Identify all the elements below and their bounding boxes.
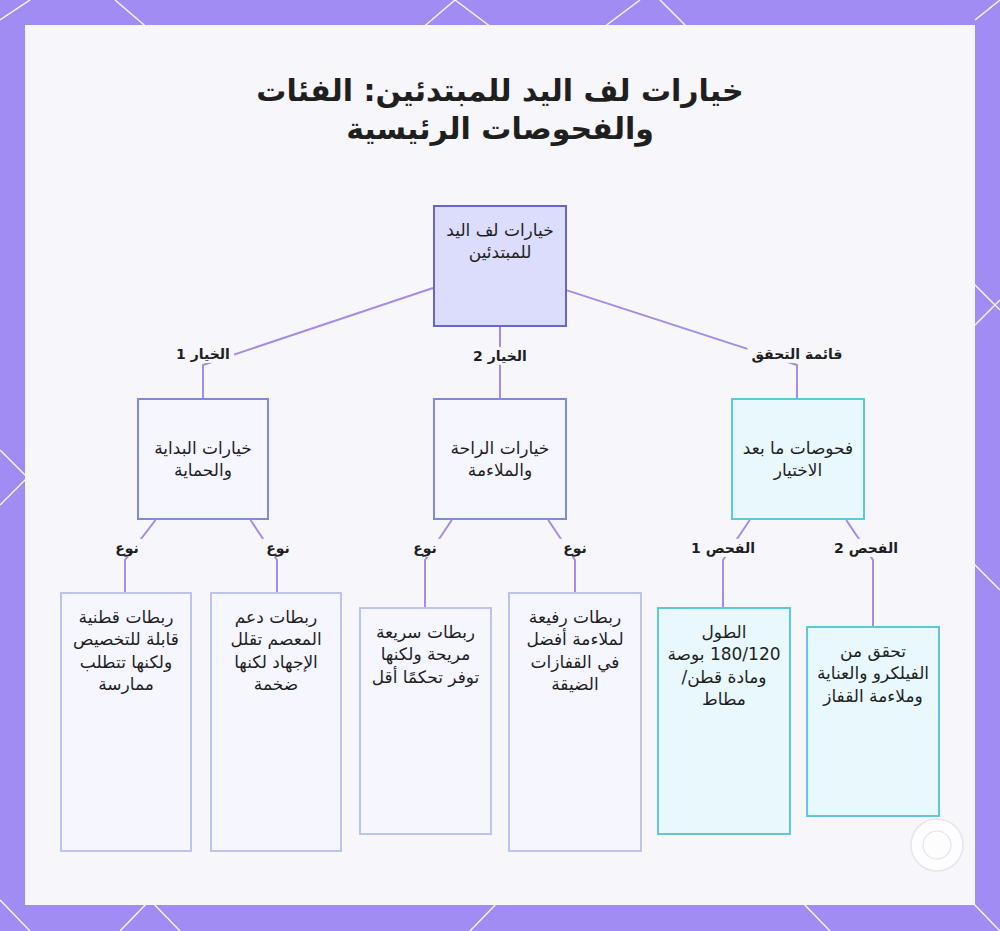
category-box: خيارات الراحة والملاءمة [433,398,567,520]
detail-box: ربطات رفيعة لملاءمة أفضل في القفازات الض… [508,592,642,852]
edge-label: نوع [409,539,441,557]
box-text: ربطات سريعة مريحة ولكنها توفر تحكمًا أقل [369,621,482,688]
box-text: تحقق من الفيلكرو والعناية وملاءمة القفاز [816,640,930,707]
box-text: ربطات دعم المعصم تقلل الإجهاد لكنها ضخمة [220,606,332,696]
detail-box: ربطات قطنية قابلة للتخصيص ولكنها تتطلب م… [60,592,192,852]
root-box: خيارات لف اليد للمبتدئين [433,205,567,327]
box-text: خيارات لف اليد للمبتدئين [443,219,557,264]
detail-box: الطول 180/120 بوصة ومادة قطن/مطاط [657,607,791,835]
category-box: خيارات البداية والحماية [137,398,269,520]
edge-label: قائمة التحقق [748,345,847,363]
edge-label: نوع [111,539,143,557]
connector-line [846,520,873,626]
edge-label: نوع [559,539,591,557]
box-text: خيارات البداية والحماية [147,437,259,482]
diagram-title: خيارات لف اليد للمبتدئين: الفئات والفحوص… [230,72,770,147]
detail-box: ربطات سريعة مريحة ولكنها توفر تحكمًا أقل [359,607,492,835]
category-box: فحوصات ما بعد الاختيار [731,398,865,520]
box-text: فحوصات ما بعد الاختيار [741,437,855,482]
box-text: ربطات قطنية قابلة للتخصيص ولكنها تتطلب م… [70,606,182,696]
box-text: ربطات رفيعة لملاءمة أفضل في القفازات الض… [518,606,632,696]
edge-label: الفحص 2 [830,539,902,557]
edge-label: الخيار 1 [172,345,234,363]
edge-label: الخيار 2 [469,347,531,365]
detail-box: تحقق من الفيلكرو والعناية وملاءمة القفاز [806,626,940,817]
box-text: خيارات الراحة والملاءمة [443,437,557,482]
edge-label: نوع [262,539,294,557]
connector-line [203,288,433,398]
edge-label: الفحص 1 [687,539,759,557]
detail-box: ربطات دعم المعصم تقلل الإجهاد لكنها ضخمة [210,592,342,852]
connector-line [425,520,452,607]
box-text: الطول 180/120 بوصة ومادة قطن/مطاط [667,621,781,711]
connector-line [723,520,750,607]
